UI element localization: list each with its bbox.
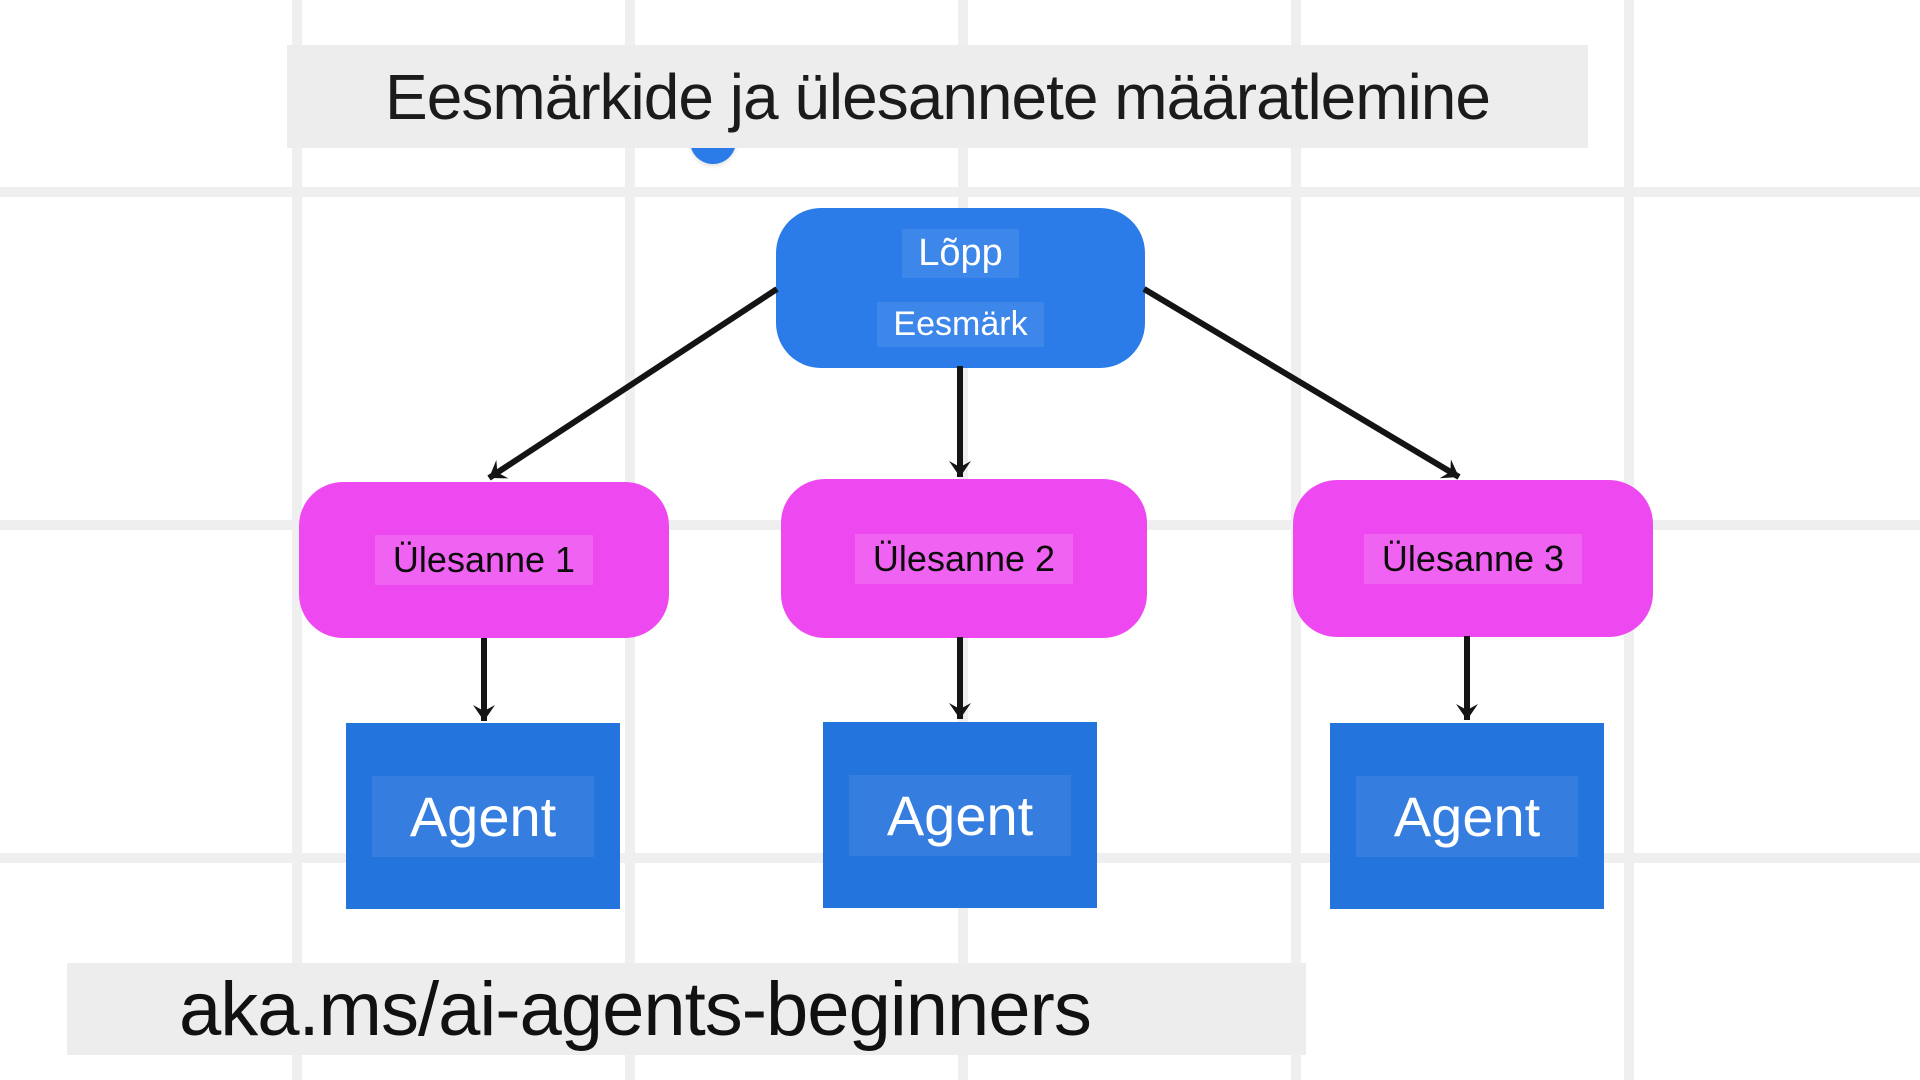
task-node-1: Ülesanne 1 xyxy=(299,482,669,638)
task-node-3-label: Ülesanne 3 xyxy=(1363,533,1583,584)
title-bar: Eesmärkide ja ülesannete määratlemine xyxy=(287,45,1588,148)
task-node-2: Ülesanne 2 xyxy=(781,479,1147,638)
goal-node-line1: Lõpp xyxy=(902,229,1019,278)
arrow-goal-to-task3 xyxy=(1142,286,1461,480)
task-node-3: Ülesanne 3 xyxy=(1293,480,1653,637)
agent-node-3-label: Agent xyxy=(1355,775,1579,857)
footer-bar: aka.ms/ai-agents-beginners xyxy=(67,963,1306,1055)
agent-node-1: Agent xyxy=(346,723,620,909)
task-node-1-label: Ülesanne 1 xyxy=(374,535,594,585)
agent-node-1-label: Agent xyxy=(371,775,595,857)
agent-node-2-label: Agent xyxy=(848,774,1072,856)
task-node-2-label: Ülesanne 2 xyxy=(854,533,1074,584)
arrow-goal-to-task1 xyxy=(487,286,779,481)
page-title: Eesmärkide ja ülesannete määratlemine xyxy=(385,60,1491,133)
goal-node: Lõpp Eesmärk xyxy=(776,208,1145,368)
footer-link-text: aka.ms/ai-agents-beginners xyxy=(179,966,1092,1052)
agent-node-2: Agent xyxy=(823,722,1097,908)
agent-node-3: Agent xyxy=(1330,723,1604,909)
goal-node-line2: Eesmärk xyxy=(877,302,1044,347)
